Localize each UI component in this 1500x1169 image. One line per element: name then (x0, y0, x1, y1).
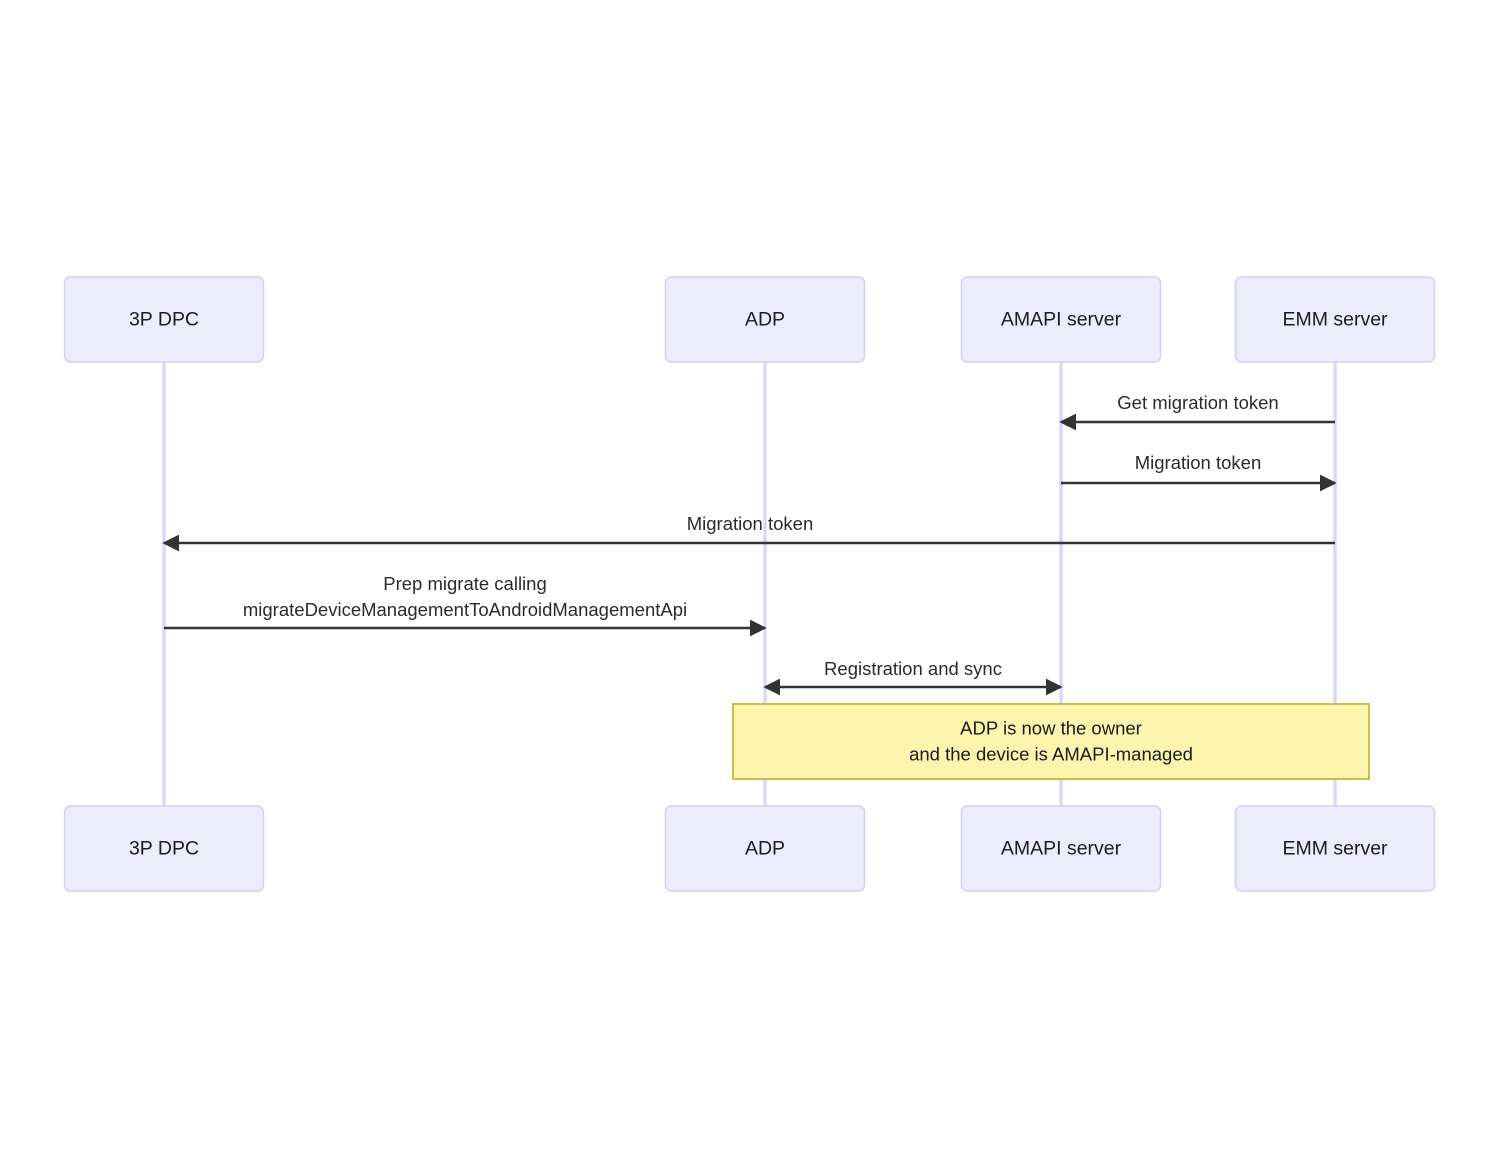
message-label-line: migrateDeviceManagementToAndroidManageme… (243, 599, 687, 620)
note-rect (732, 703, 1370, 780)
actor-box-rect (1234, 805, 1436, 892)
note-text-line: and the device is AMAPI-managed (909, 744, 1193, 765)
actor-box-rect (960, 276, 1162, 363)
actor-box-amapi-top[interactable]: AMAPI server (960, 276, 1162, 363)
actor-label: AMAPI server (1001, 838, 1122, 860)
actor-label: 3P DPC (129, 309, 199, 331)
actor-label: EMM server (1282, 838, 1388, 860)
message-m5: Registration and sync (763, 658, 1063, 696)
actor-box-rect (63, 276, 265, 363)
actor-box-rect (664, 805, 866, 892)
actor-label: ADP (745, 309, 785, 331)
message-m3: Migration token (162, 513, 1335, 552)
actor-box-dpc-top[interactable]: 3P DPC (63, 276, 265, 363)
actor-box-rect (960, 805, 1162, 892)
message-label-line: Registration and sync (824, 658, 1002, 679)
message-m1: Get migration token (1059, 392, 1335, 431)
actor-box-adp-bottom[interactable]: ADP (664, 805, 866, 892)
note-text-line: ADP is now the owner (960, 718, 1142, 739)
message-label-line: Get migration token (1117, 392, 1278, 413)
actor-label: 3P DPC (129, 838, 199, 860)
actor-box-amapi-bottom[interactable]: AMAPI server (960, 805, 1162, 892)
actor-box-adp-top[interactable]: ADP (664, 276, 866, 363)
message-label-line: Prep migrate calling (383, 573, 547, 594)
message-m2: Migration token (1061, 452, 1337, 492)
actor-label: ADP (745, 838, 785, 860)
actor-box-emm-top[interactable]: EMM server (1234, 276, 1436, 363)
actor-label: AMAPI server (1001, 309, 1122, 331)
note-n1: ADP is now the owner and the device is AM… (732, 703, 1370, 780)
actor-box-emm-bottom[interactable]: EMM server (1234, 805, 1436, 892)
notes-group: ADP is now the owner and the device is AM… (732, 703, 1370, 780)
actor-box-dpc-bottom[interactable]: 3P DPC (63, 805, 265, 892)
actor-box-rect (664, 276, 866, 363)
message-label-line: Migration token (1135, 452, 1261, 473)
message-label-line: Migration token (687, 513, 813, 534)
message-m4: Prep migrate calling migrateDeviceManagem… (164, 573, 767, 637)
actor-box-rect (1234, 276, 1436, 363)
actor-label: EMM server (1282, 309, 1388, 331)
actor-box-rect (63, 805, 265, 892)
